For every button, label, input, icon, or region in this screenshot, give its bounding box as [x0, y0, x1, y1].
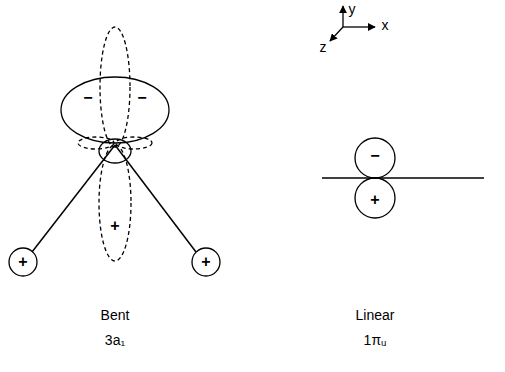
phase-sign: −	[370, 148, 379, 164]
axis-label: x	[382, 18, 389, 32]
bond-line	[115, 145, 196, 252]
bond-line	[32, 145, 115, 252]
axis-label: z	[320, 40, 327, 54]
z-axis	[330, 27, 343, 41]
y-axis	[342, 6, 343, 27]
geometry-label: Bent	[101, 308, 130, 322]
hydrogen-orbital	[9, 248, 37, 276]
phase-sign: +	[370, 192, 379, 208]
phase-sign: +	[18, 254, 27, 270]
phase-sign: +	[201, 254, 210, 270]
orbital-label: 1πᵤ	[364, 333, 387, 347]
p-lobe	[355, 178, 395, 218]
geometry-label: Linear	[356, 308, 395, 322]
orbital-label: 3a₁	[105, 333, 125, 347]
dashed-lobe	[99, 145, 131, 261]
phase-sign: +	[110, 218, 119, 234]
dashed-lobe	[116, 137, 152, 149]
hydrogen-orbital	[192, 248, 220, 276]
axis-label: y	[349, 2, 356, 16]
molecular-axis	[322, 177, 484, 179]
dashed-lobe	[100, 27, 130, 147]
solid-lobe	[61, 77, 169, 143]
x-axis	[343, 26, 375, 27]
phase-sign: −	[137, 90, 146, 106]
p-lobe	[355, 138, 395, 178]
phase-sign: −	[83, 90, 92, 106]
dashed-lobe	[78, 137, 114, 149]
